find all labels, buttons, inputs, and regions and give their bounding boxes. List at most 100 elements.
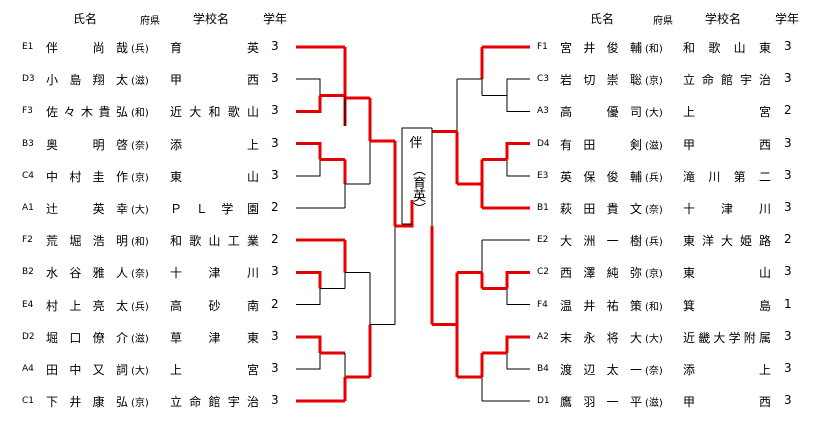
school-name: 立命館宇治 [683,73,771,88]
grade: 3 [784,135,792,150]
seed-label: E4 [22,299,34,310]
grade: 3 [271,393,279,408]
winning-path [296,270,322,289]
seed-label: A4 [22,364,34,374]
bracket-line [401,127,432,224]
school-name: 育英 [170,41,259,55]
champion-school: （育英） [410,163,425,215]
school-name: 添上 [170,137,259,152]
player-name: 水谷雅人 [46,266,128,281]
grade: 3 [784,393,792,408]
prefecture: (兵) [645,172,663,184]
grade: 2 [271,232,279,247]
player-name: 末永将大 [560,330,642,345]
winning-path [505,270,530,289]
bracket-line [296,159,321,177]
school-name: 東山 [683,266,771,281]
seed-label: C3 [537,74,550,85]
grade: 3 [271,264,279,279]
prefecture: (兵) [131,44,149,55]
champion-box: 伴 （育英） [402,128,430,224]
bracket-line [296,78,321,96]
player-name: 大洲一樹 [560,234,642,249]
player-name: 辻 英幸 [46,202,128,216]
grade: 3 [784,328,792,343]
bracket-line [506,288,530,306]
prefecture: (奈) [645,366,663,377]
prefecture: (滋) [645,398,663,410]
seed-label: C1 [22,396,35,407]
grade: 3 [271,361,279,375]
player-name: 岩切崇聡 [560,73,642,88]
school-name: 立命館宇治 [170,395,259,410]
school-name: 甲西 [683,137,771,152]
bracket-line [296,352,321,370]
grade: 3 [784,264,792,279]
school-name: 和歌山東 [683,41,771,55]
player-name: 堀口僚介 [46,330,128,345]
bracket-line [296,288,321,306]
prefecture: (和) [131,237,149,249]
grade: 2 [271,200,279,214]
player-name: 佐々木貴弘 [46,105,128,120]
player-name: 渡辺太一 [560,363,642,377]
school-name: 甲西 [683,395,771,410]
grade: 3 [784,39,792,53]
player-name: 温井祐策 [560,298,642,313]
left-entry-row: C1 下井康弘(京) 立命館宇治 3 [0,393,826,409]
seed-label: B1 [537,203,549,213]
grade: 3 [784,200,792,214]
player-name: 村上亮太 [46,298,128,313]
seed-label: E1 [22,42,34,52]
school-name: 東山 [170,169,259,184]
prefecture: (奈) [645,205,663,216]
prefecture: (和) [645,44,663,55]
player-name: 伴 尚哉 [46,41,128,55]
header-grade-left: 学年 [263,12,288,26]
player-name: 有田 剣 [560,137,642,152]
seed-label: D1 [537,396,550,407]
winning-path [296,335,322,353]
bracket-line [506,78,530,96]
prefecture: (滋) [131,76,149,88]
player-name: 下井康弘 [46,395,128,410]
seed-label: C2 [537,267,550,278]
player-name: 鷹羽一平 [560,395,642,410]
player-name: 萩田貴文 [560,202,642,216]
player-name: 西澤純弥 [560,266,642,281]
player-name: 小島翔太 [46,73,128,88]
school-name: 十津川 [170,266,259,281]
prefecture: (和) [131,108,149,120]
player-name: 田中又詞 [46,363,128,377]
winning-path [395,200,414,228]
header-school-right: 学校名 [705,12,742,26]
bracket-line [506,95,530,112]
prefecture: (京) [131,398,149,410]
bracket-line [506,159,530,177]
grade: 3 [271,328,279,343]
grade: 2 [784,232,792,247]
seed-label: A2 [537,331,549,342]
prefecture: (兵) [645,237,663,249]
school-name: 草津東 [170,330,259,345]
seed-label: F4 [537,299,548,310]
grade: 3 [784,361,792,375]
player-name: 奥 明啓 [46,137,128,152]
school-name: 甲西 [170,73,259,88]
header-name-left: 氏名 [73,12,98,26]
player-name: 宮井俊輔 [560,41,642,55]
right-entry-row: D1 鷹羽一平(滋) 甲西 3 [0,393,826,409]
